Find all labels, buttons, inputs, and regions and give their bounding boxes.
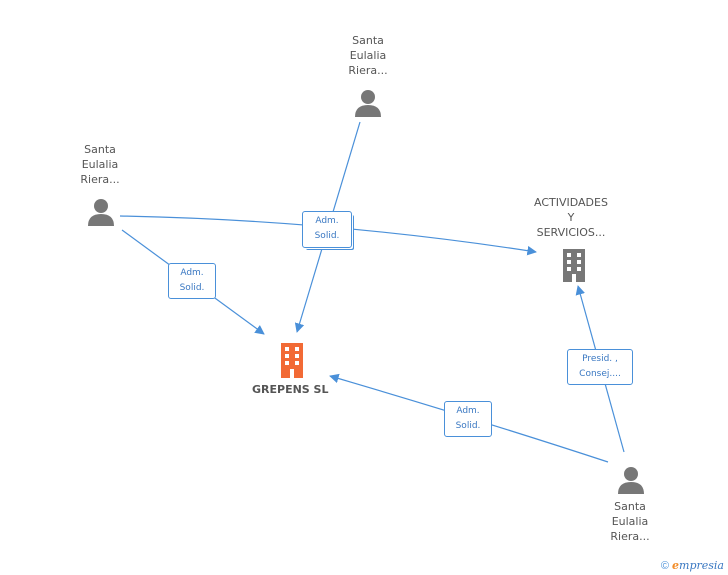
- edge-label-adm-solid[interactable]: Adm. Solid.: [302, 211, 352, 248]
- company-main-label[interactable]: GREPENS SL: [252, 383, 329, 396]
- edge-label-adm-solid[interactable]: Adm. Solid.: [168, 263, 216, 299]
- edge-label-line: Adm.: [456, 406, 480, 416]
- edge-label-line: Adm.: [180, 268, 204, 278]
- edge-label-line: Presid. ,: [582, 354, 618, 364]
- person-icon[interactable]: [354, 88, 382, 118]
- person-bottom-label-line: Riera...: [610, 530, 650, 543]
- company-right-label-line: Y: [567, 211, 575, 224]
- company-right-label: ACTIVIDADES Y SERVICIOS...: [526, 195, 616, 240]
- edge-label-line: Solid.: [179, 283, 205, 293]
- person-top-label-line: Eulalia: [349, 49, 387, 62]
- empresia-logo: empresia: [672, 559, 724, 572]
- edge-label-adm-solid[interactable]: Adm. Solid.: [444, 401, 492, 437]
- edge-label-line: Adm.: [315, 216, 339, 226]
- edge-label-presid-consej[interactable]: Presid. , Consej....: [567, 349, 633, 385]
- person-icon[interactable]: [617, 465, 645, 495]
- person-top-label-line: Santa: [352, 34, 384, 47]
- person-left-label-line: Eulalia: [81, 158, 119, 171]
- edge-label-line: Consej....: [579, 369, 621, 379]
- company-right-label-line: SERVICIOS...: [536, 226, 606, 239]
- person-left-label: Santa Eulalia Riera...: [62, 142, 138, 187]
- person-bottom-label: Santa Eulalia Riera...: [592, 499, 668, 544]
- person-top-label-line: Riera...: [348, 64, 388, 77]
- company-right-label-line: ACTIVIDADES: [534, 196, 608, 209]
- person-left-label-line: Riera...: [80, 173, 120, 186]
- edge-label-line: Solid.: [455, 421, 481, 431]
- person-left-label-line: Santa: [84, 143, 116, 156]
- building-icon[interactable]: [277, 342, 307, 378]
- logo-text: mpresia: [679, 559, 724, 572]
- person-bottom-label-line: Eulalia: [611, 515, 649, 528]
- edge-label-line: Solid.: [314, 231, 340, 241]
- copyright-icon: ©: [660, 560, 669, 572]
- person-bottom-label-line: Santa: [614, 500, 646, 513]
- empresia-footer[interactable]: © empresia: [661, 559, 724, 572]
- person-top-label: Santa Eulalia Riera...: [330, 33, 406, 78]
- person-icon[interactable]: [87, 197, 115, 227]
- logo-letter-e: e: [672, 559, 680, 572]
- building-icon[interactable]: [559, 248, 589, 282]
